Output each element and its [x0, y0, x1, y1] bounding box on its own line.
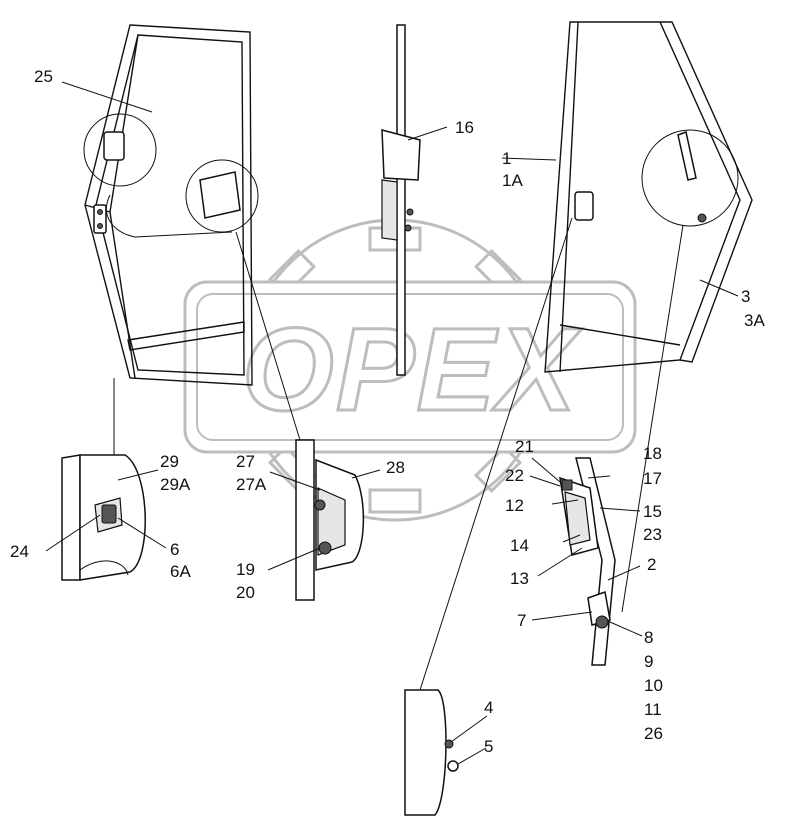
callout-23: 23	[643, 525, 662, 544]
latch-assembly-middle	[235, 231, 365, 601]
callout-27a: 27A	[236, 475, 267, 494]
callout-21: 21	[515, 437, 534, 456]
callout-13: 13	[510, 569, 529, 588]
watermark-frame	[183, 280, 637, 454]
leader-lines	[45, 81, 739, 765]
callout-9: 9	[644, 652, 653, 671]
callout-6: 6	[170, 540, 179, 559]
callout-15: 15	[643, 502, 662, 521]
door-right	[419, 21, 753, 691]
callout-29a: 29A	[160, 475, 191, 494]
callout-26: 26	[644, 724, 663, 743]
opex-watermark: OPEX	[183, 218, 637, 522]
lower-strip	[404, 689, 459, 816]
callout-20: 20	[236, 583, 255, 602]
callout-3: 3	[741, 287, 750, 306]
callout-1a: 1A	[502, 171, 523, 190]
watermark-text: OPEX	[242, 304, 582, 436]
callout-4: 4	[484, 698, 493, 717]
callout-8: 8	[644, 628, 653, 647]
callout-18: 18	[643, 444, 662, 463]
callout-11: 11	[644, 700, 662, 719]
cab-frame-left	[83, 24, 259, 386]
callout-27: 27	[236, 452, 255, 471]
callout-19: 19	[236, 560, 255, 579]
callout-1: 1	[502, 149, 511, 168]
callout-labels: 25 16 1 1A 3 3A 29 29A 24 6 6A 27 27A 28…	[10, 67, 765, 756]
callout-2: 2	[647, 555, 656, 574]
callout-29: 29	[160, 452, 179, 471]
hinge-assembly-right	[559, 457, 616, 666]
callout-3a: 3A	[744, 311, 765, 330]
callout-12: 12	[505, 496, 524, 515]
callout-25: 25	[34, 67, 53, 86]
callout-6a: 6A	[170, 562, 191, 581]
callout-28: 28	[386, 458, 405, 477]
callout-24: 24	[10, 542, 29, 561]
callout-14: 14	[510, 536, 529, 555]
door-post-middle	[381, 24, 421, 376]
callout-7: 7	[517, 611, 526, 630]
callout-10: 10	[644, 676, 663, 695]
callout-16: 16	[455, 118, 474, 137]
callout-22: 22	[505, 466, 524, 485]
callout-17: 17	[643, 469, 662, 488]
handle-assembly-left	[61, 378, 146, 581]
callout-5: 5	[484, 737, 493, 756]
